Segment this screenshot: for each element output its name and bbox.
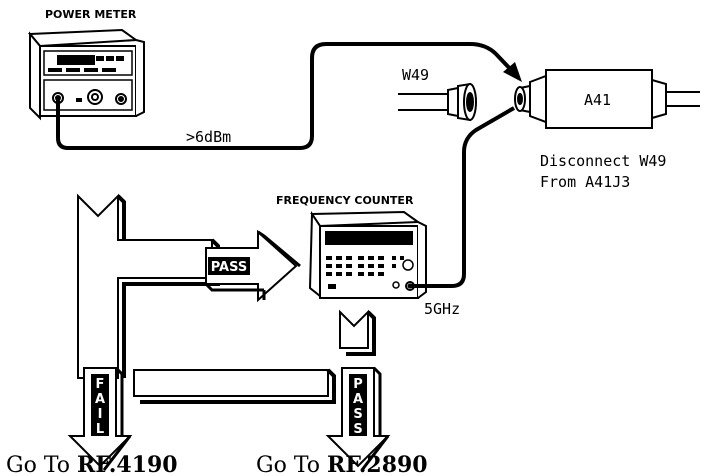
fail-result: Go To RF.4190 xyxy=(6,452,178,476)
pass-letters: P A S S xyxy=(349,374,367,437)
pass-right-label: PASS xyxy=(211,260,248,275)
instruction-line-1: Disconnect W49 xyxy=(540,152,666,170)
fail-result-prefix: Go To xyxy=(6,453,77,476)
a41-module xyxy=(514,69,700,129)
pass-letter-s1: S xyxy=(353,407,362,422)
frequency-counter xyxy=(308,210,427,299)
frequency-label: 5GHz xyxy=(424,300,460,318)
frequency-counter-cable xyxy=(410,106,516,288)
cable-label: W49 xyxy=(402,66,429,84)
power-level-label: >6dBm xyxy=(186,128,231,146)
fail-letter-l: L xyxy=(96,422,104,437)
fail-letter-a: A xyxy=(95,392,105,407)
power-meter-cable xyxy=(56,42,517,150)
w49-connector xyxy=(398,82,477,122)
flow-branch-shape xyxy=(77,193,213,379)
power-meter-title: POWER METER xyxy=(45,8,137,21)
pass-result-prefix: Go To xyxy=(256,453,327,476)
connector-bar xyxy=(133,369,329,397)
module-label: A41 xyxy=(584,91,611,109)
power-meter xyxy=(27,28,145,121)
fail-letter-i: I xyxy=(98,407,103,422)
counter-down-chevron xyxy=(339,309,369,349)
fail-letter-f: F xyxy=(96,377,105,392)
pass-letter-s2: S xyxy=(353,422,362,437)
pass-result: Go To RF.2890 xyxy=(256,452,428,476)
pass-label-box xyxy=(208,257,250,275)
frequency-counter-title: FREQUENCY COUNTER xyxy=(276,194,414,207)
instruction-line-2: From A41J3 xyxy=(540,173,630,191)
pass-right-arrow xyxy=(205,229,298,303)
pass-result-ref: RF.2890 xyxy=(327,452,428,476)
fail-result-ref: RF.4190 xyxy=(77,452,178,476)
fail-letters: F A I L xyxy=(91,374,109,437)
pass-letter-a: A xyxy=(353,392,363,407)
pass-letter-p: P xyxy=(353,377,363,392)
cable-arrowhead-icon xyxy=(503,62,522,82)
